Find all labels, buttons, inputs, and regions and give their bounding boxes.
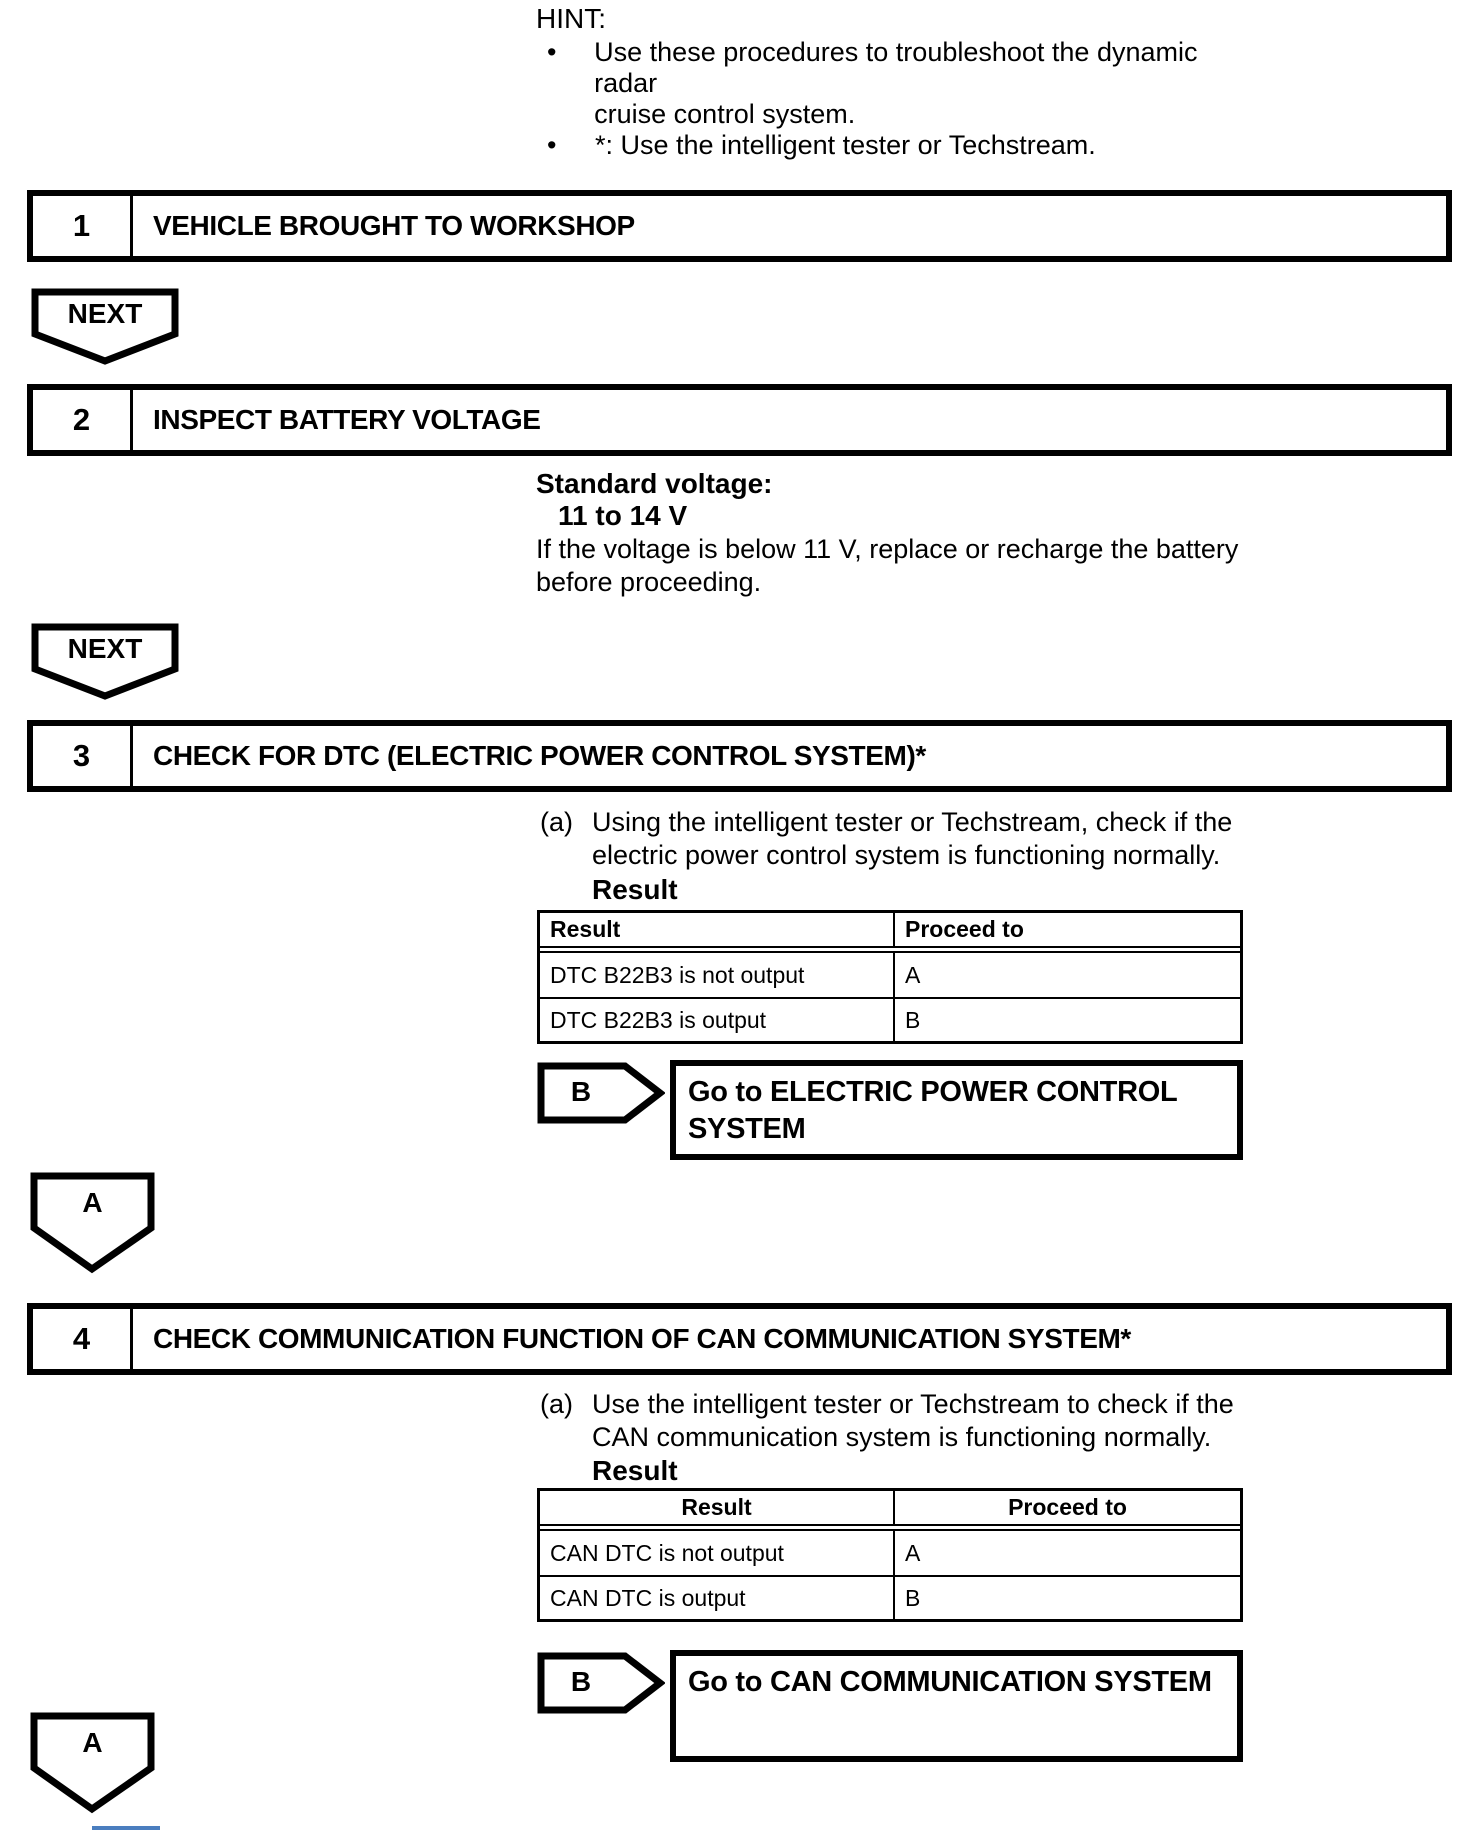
header-cell-proceed: Proceed to: [1008, 1494, 1127, 1520]
substep-a-text: Using the intelligent tester or Techstre…: [592, 806, 1232, 872]
result-table-header: Result Proceed to: [540, 913, 1240, 953]
voltage-note-line: before proceeding.: [536, 567, 762, 597]
cell-proceed: A: [905, 961, 921, 988]
header-cell-proceed: Proceed to: [905, 916, 1024, 942]
goto-text-line: SYSTEM: [688, 1113, 806, 1145]
step-title: INSPECT BATTERY VOLTAGE: [153, 404, 541, 435]
hint-bullet-text: Use these procedures to troubleshoot the…: [594, 37, 1256, 130]
page-bottom-blue-line: [92, 1826, 160, 1830]
substep-a-text: Use the intelligent tester or Techstream…: [592, 1388, 1234, 1454]
voltage-note-line: If the voltage is below 11 V, replace or…: [536, 534, 1239, 564]
goto-text-line: Go to ELECTRIC POWER CONTROL: [688, 1076, 1178, 1108]
result-table-2: Result Proceed to CAN DTC is not output …: [537, 1488, 1243, 1622]
step-4-header: 4 CHECK COMMUNICATION FUNCTION OF CAN CO…: [27, 1303, 1452, 1375]
next-connector-1: NEXT: [31, 288, 179, 366]
step-title: VEHICLE BROUGHT TO WORKSHOP: [153, 210, 635, 241]
cell-result: CAN DTC is not output: [540, 1531, 895, 1575]
substep-a-line: Using the intelligent tester or Techstre…: [592, 807, 1233, 837]
table-row: DTC B22B3 is output B: [540, 997, 1240, 1041]
hint-bullet-line: Use these procedures to troubleshoot the…: [594, 37, 1198, 98]
substep-a-label: (a): [540, 1389, 573, 1419]
next-label: NEXT: [67, 633, 143, 664]
a-label: A: [82, 1187, 103, 1218]
next-arrow-shape: [31, 288, 179, 365]
connector-b-1: B: [537, 1062, 665, 1124]
step-3-header: 3 CHECK FOR DTC (ELECTRIC POWER CONTROL …: [27, 720, 1452, 792]
step4-substep-a: (a) Use the intelligent tester or Techst…: [540, 1388, 1234, 1454]
result-heading: Result: [592, 1455, 678, 1486]
hint-label: HINT:: [536, 3, 606, 34]
step-number: 3: [33, 726, 133, 786]
hint-section: HINT: • Use these procedures to troubles…: [536, 3, 1256, 161]
a-label: A: [82, 1727, 103, 1758]
bullet-icon: •: [547, 37, 557, 67]
hint-bullet-line: *: Use the intelligent tester or Techstr…: [595, 130, 1096, 160]
cell-result: DTC B22B3 is output: [540, 999, 895, 1041]
substep-a-line: CAN communication system is functioning …: [592, 1422, 1212, 1452]
next-label: NEXT: [67, 298, 143, 329]
hint-bullet: • *: Use the intelligent tester or Techs…: [543, 130, 1256, 161]
a-arrow-shape: [30, 1172, 155, 1274]
voltage-note: If the voltage is below 11 V, replace or…: [536, 533, 1256, 599]
connector-a-2: A: [30, 1712, 155, 1814]
cell-proceed: B: [905, 1584, 921, 1611]
goto-text-line: Go to CAN COMMUNICATION SYSTEM: [688, 1666, 1212, 1698]
step-title: CHECK COMMUNICATION FUNCTION OF CAN COMM…: [153, 1323, 1131, 1354]
connector-b-2: B: [537, 1652, 665, 1714]
result-table-header: Result Proceed to: [540, 1491, 1240, 1531]
substep-a-line: electric power control system is functio…: [592, 840, 1221, 870]
cell-result: DTC B22B3 is not output: [540, 953, 895, 997]
step-title: CHECK FOR DTC (ELECTRIC POWER CONTROL SY…: [153, 740, 926, 771]
next-arrow-shape: [31, 623, 179, 700]
connector-a-1: A: [30, 1172, 155, 1274]
standard-voltage-value: 11 to 14 V: [558, 500, 688, 531]
table-row: CAN DTC is not output A: [540, 1531, 1240, 1575]
table-row: DTC B22B3 is not output A: [540, 953, 1240, 997]
hint-bullet: • Use these procedures to troubleshoot t…: [543, 37, 1256, 130]
result-table-1: Result Proceed to DTC B22B3 is not outpu…: [537, 910, 1243, 1044]
step3-substep-a: (a) Using the intelligent tester or Tech…: [540, 806, 1232, 872]
hint-bullet-line: cruise control system.: [594, 99, 856, 129]
b-arrow-shape: [537, 1652, 665, 1714]
step-number: 1: [33, 196, 133, 256]
substep-a-line: Use the intelligent tester or Techstream…: [592, 1389, 1234, 1419]
result-heading: Result: [592, 874, 678, 905]
substep-a-label: (a): [540, 807, 573, 837]
header-cell-result: Result: [540, 913, 895, 946]
step-2-header: 2 INSPECT BATTERY VOLTAGE: [27, 384, 1452, 456]
cell-proceed: A: [905, 1539, 921, 1566]
bullet-icon: •: [547, 130, 557, 160]
a-arrow-shape: [30, 1712, 155, 1814]
b-arrow-shape: [537, 1062, 665, 1124]
b-label: B: [570, 1666, 592, 1697]
step-number: 4: [33, 1309, 133, 1369]
next-connector-2: NEXT: [31, 623, 179, 701]
step-number: 2: [33, 390, 133, 450]
goto-box-electric-power: Go to ELECTRIC POWER CONTROL SYSTEM: [670, 1060, 1243, 1160]
b-label: B: [570, 1076, 592, 1107]
hint-bullet-text: *: Use the intelligent tester or Techstr…: [595, 130, 1096, 161]
cell-result: CAN DTC is output: [540, 1577, 895, 1619]
table-row: CAN DTC is output B: [540, 1575, 1240, 1619]
header-cell-result: Result: [540, 1491, 895, 1524]
standard-voltage-label: Standard voltage:: [536, 468, 773, 499]
goto-box-can: Go to CAN COMMUNICATION SYSTEM: [670, 1650, 1243, 1762]
step-1-header: 1 VEHICLE BROUGHT TO WORKSHOP: [27, 190, 1452, 262]
cell-proceed: B: [905, 1006, 921, 1033]
